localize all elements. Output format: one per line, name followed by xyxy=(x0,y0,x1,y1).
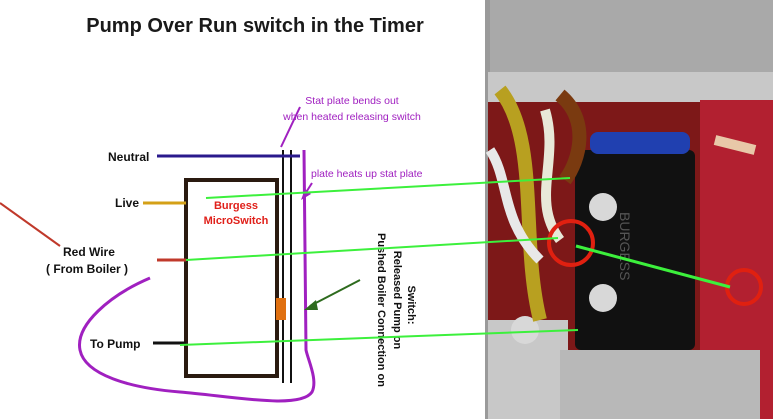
switch-arrow xyxy=(309,279,361,307)
neutral-label: Neutral xyxy=(108,150,149,164)
stat-plate-pointer xyxy=(280,106,301,148)
live-label: Live xyxy=(115,196,139,210)
photo-blue-cap xyxy=(590,132,690,154)
photo-spring xyxy=(713,135,757,155)
red-wire-label: Red Wire xyxy=(63,245,115,259)
switch-label-line1: Burgess xyxy=(214,200,258,212)
photo-metal-top xyxy=(488,72,773,102)
photo-white-wire-2 xyxy=(485,147,544,264)
photo-screw-1 xyxy=(589,193,617,221)
from-boiler-label: ( From Boiler ) xyxy=(46,262,128,276)
switch-note-1: Switch: xyxy=(405,285,417,324)
photo-brand-text: BURGESS xyxy=(617,212,633,280)
photo-screw-3 xyxy=(511,316,539,344)
boiler-loop-wire xyxy=(78,149,316,403)
contact-connector xyxy=(575,244,731,289)
plate-heats-note: plate heats up stat plate xyxy=(311,168,423,180)
diagram-title: Pump Over Run switch in the Timer xyxy=(86,15,424,37)
switch-note-2: Released Pump on xyxy=(391,251,403,350)
stat-plate-note-2: when heated releasing switch xyxy=(282,111,421,123)
stat-plate-note-1: Stat plate bends out xyxy=(305,95,398,107)
boiler-connector xyxy=(185,237,559,261)
plate-heats-arrowhead xyxy=(301,189,311,200)
microswitch-photo-icon: BURGESS xyxy=(485,0,773,419)
photo-yellow-wire xyxy=(494,85,547,322)
to-pump-label: To Pump xyxy=(90,337,140,351)
switch-arrowhead xyxy=(304,300,318,310)
red-wire-pointer xyxy=(0,202,61,247)
switch-note-3: Pushed Boiler Connection on xyxy=(375,233,387,387)
switch-label-line2: MicroSwitch xyxy=(204,215,269,227)
contact-circle-1 xyxy=(547,219,595,267)
photo-metal-bottom xyxy=(560,350,760,419)
live-connector xyxy=(205,177,571,199)
pump-connector xyxy=(179,329,579,346)
photo-screw-2 xyxy=(589,284,617,312)
contact-pad xyxy=(276,298,286,320)
microswitch-box xyxy=(184,178,279,378)
photo-top-panel xyxy=(490,0,773,72)
photo-brown-wire xyxy=(555,89,587,185)
